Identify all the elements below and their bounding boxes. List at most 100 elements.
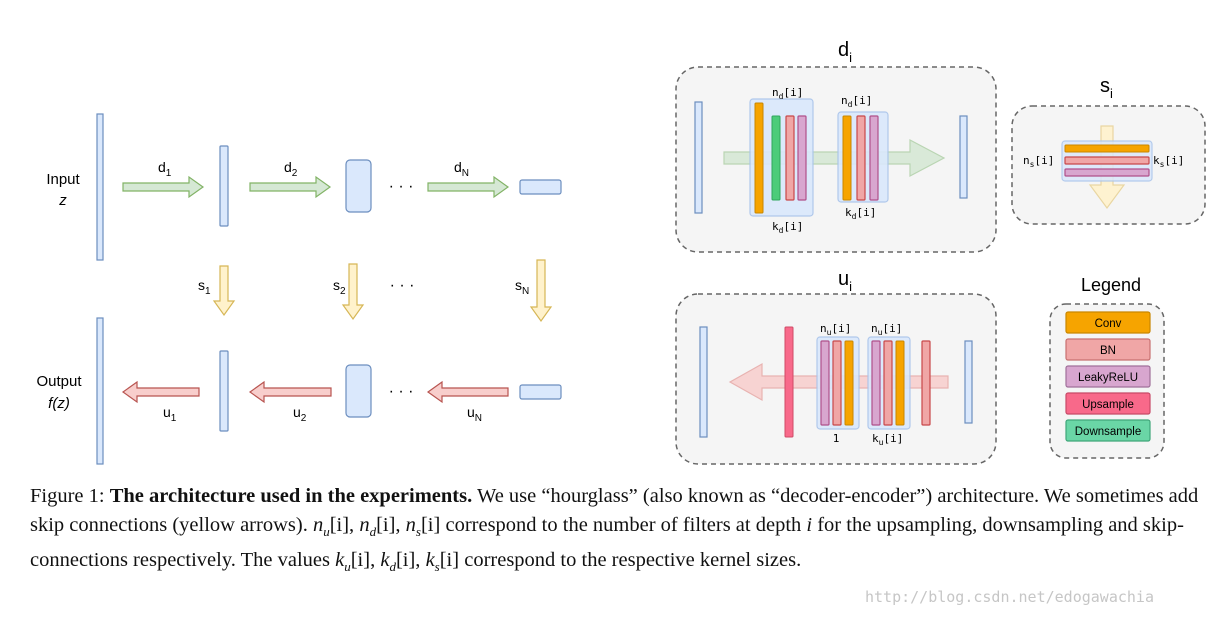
input-label: Input — [46, 171, 80, 188]
s-bn — [1064, 156, 1150, 165]
legend-label-upsample: Upsample — [1082, 399, 1134, 411]
d-panel-title: di — [838, 39, 852, 65]
d-bn-2 — [856, 115, 866, 201]
downsample-arrow-N — [427, 175, 510, 199]
upsample-arrow-1 — [121, 380, 200, 404]
s-panel: si ns[i] ks[i] — [1011, 75, 1206, 225]
upsample-arrow-N — [426, 380, 509, 404]
hourglass-overview: Input z Output f(z) d1 d2 dN s1 s2 sN u1 — [36, 113, 562, 465]
feature-map-dN — [519, 179, 562, 195]
legend-swatch-bn — [1065, 338, 1151, 361]
caption-text-2: correspond to the number of filters at d… — [440, 514, 807, 536]
caption-math-tail: [i], — [376, 514, 406, 536]
architecture-diagram: Input z Output f(z) d1 d2 dN s1 s2 sN u1 — [36, 39, 1206, 465]
d-conv-1 — [754, 102, 764, 214]
d-output-layer — [959, 115, 968, 199]
feature-map-u2 — [345, 364, 372, 418]
legend-title: Legend — [1081, 275, 1141, 295]
downsample-arrow-2 — [249, 175, 332, 199]
label-u2: u2 — [293, 404, 307, 424]
upsample-arrow-2 — [248, 380, 332, 404]
label-s1: s1 — [198, 277, 211, 297]
u-upsample — [784, 326, 794, 438]
d-panel: di nd[i] nd[i] kd[i] kd[i] — [675, 39, 997, 253]
skip-arrow-1 — [212, 265, 236, 317]
caption-math: k — [380, 549, 390, 572]
ellipsis-down: · · · — [389, 178, 414, 195]
u-input-layer — [699, 326, 708, 438]
u-bn-3 — [921, 340, 931, 426]
legend-label-bn: BN — [1100, 345, 1116, 357]
caption-math-sub: s — [415, 524, 421, 540]
caption-math-tail: [i], — [395, 549, 426, 572]
input-layer — [96, 113, 104, 261]
caption-math: n — [312, 514, 324, 536]
feature-map-uN — [519, 384, 562, 400]
caption-math-tail: [i] — [439, 549, 460, 572]
d-label-kd-1: kd[i] — [772, 220, 803, 235]
watermark: http://blog.csdn.net/edogawachia — [865, 588, 1154, 606]
s-panel-title: si — [1100, 75, 1113, 101]
d-downsample-1 — [771, 115, 781, 201]
d-conv-2 — [842, 115, 852, 201]
caption-math: k — [335, 549, 345, 572]
d-label-kd-2: kd[i] — [845, 206, 876, 221]
caption-math: k — [425, 549, 435, 572]
output-layer — [96, 317, 104, 465]
s-leakyrelu — [1064, 168, 1150, 177]
u-conv-2 — [895, 340, 905, 426]
legend-label-downsample: Downsample — [1075, 426, 1141, 438]
d-group-1-highlight — [749, 98, 814, 217]
caption-math-sub: s — [434, 559, 440, 575]
d-label-nd-1: nd[i] — [772, 86, 803, 101]
d-bn-1 — [785, 115, 795, 201]
label-uN: uN — [467, 404, 482, 424]
caption-math-tail: [i] — [420, 514, 441, 536]
legend-swatch-conv — [1065, 311, 1151, 334]
u-bn-2 — [883, 340, 893, 426]
label-d1: d1 — [158, 159, 172, 179]
u-label-nu-1: nu[i] — [820, 322, 851, 337]
label-sN: sN — [515, 277, 529, 297]
u-leakyrelu-1 — [820, 340, 830, 426]
caption-math-sub: d — [369, 524, 377, 540]
feature-map-d1 — [219, 145, 229, 227]
caption-prefix: Figure 1: — [30, 485, 110, 507]
s-label-ks: ks[i] — [1153, 154, 1184, 169]
u-bn-1 — [832, 340, 842, 426]
ellipsis-up: · · · — [389, 383, 414, 400]
u-label-ku: ku[i] — [872, 432, 903, 447]
feature-map-d2 — [345, 159, 372, 213]
u-leakyrelu-2 — [871, 340, 881, 426]
u-panel-title: ui — [838, 268, 852, 294]
d-leakyrelu-2 — [869, 115, 879, 201]
s-label-ns: ns[i] — [1023, 154, 1054, 169]
u-label-nu-2: nu[i] — [871, 322, 902, 337]
figure-caption: Figure 1: The architecture used in the e… — [30, 482, 1200, 581]
legend-swatch-downsample — [1065, 419, 1151, 442]
caption-text-3: for the upsampling, downsampling and ski… — [30, 514, 1184, 572]
u-label-one: 1 — [833, 432, 840, 445]
caption-math-sub: u — [323, 524, 330, 540]
output-label: Output — [36, 373, 82, 390]
caption-math: n — [359, 514, 370, 536]
caption-math-tail: [i], — [329, 514, 360, 536]
caption-math: n — [405, 514, 416, 536]
legend-swatch-upsample — [1065, 392, 1151, 415]
feature-map-u1 — [219, 350, 229, 432]
caption-math-sub: u — [344, 559, 351, 575]
downsample-arrow-1 — [122, 175, 205, 199]
d-input-layer — [694, 101, 703, 214]
caption-text-1: We use “hourglass” (also known as “decod… — [30, 485, 1199, 536]
label-dN: dN — [454, 159, 469, 179]
caption-text-4: correspond to the respective kernel size… — [459, 549, 802, 572]
output-var: f(z) — [48, 395, 70, 412]
ellipsis-skip: · · · — [390, 277, 415, 294]
label-s2: s2 — [333, 277, 346, 297]
legend-label-leakyrelu: LeakyReLU — [1078, 372, 1138, 384]
caption-bold: The architecture used in the experiments… — [109, 485, 473, 507]
s-conv — [1064, 144, 1150, 153]
legend-swatch-leakyrelu — [1065, 365, 1151, 388]
caption-math: i — [806, 514, 813, 536]
